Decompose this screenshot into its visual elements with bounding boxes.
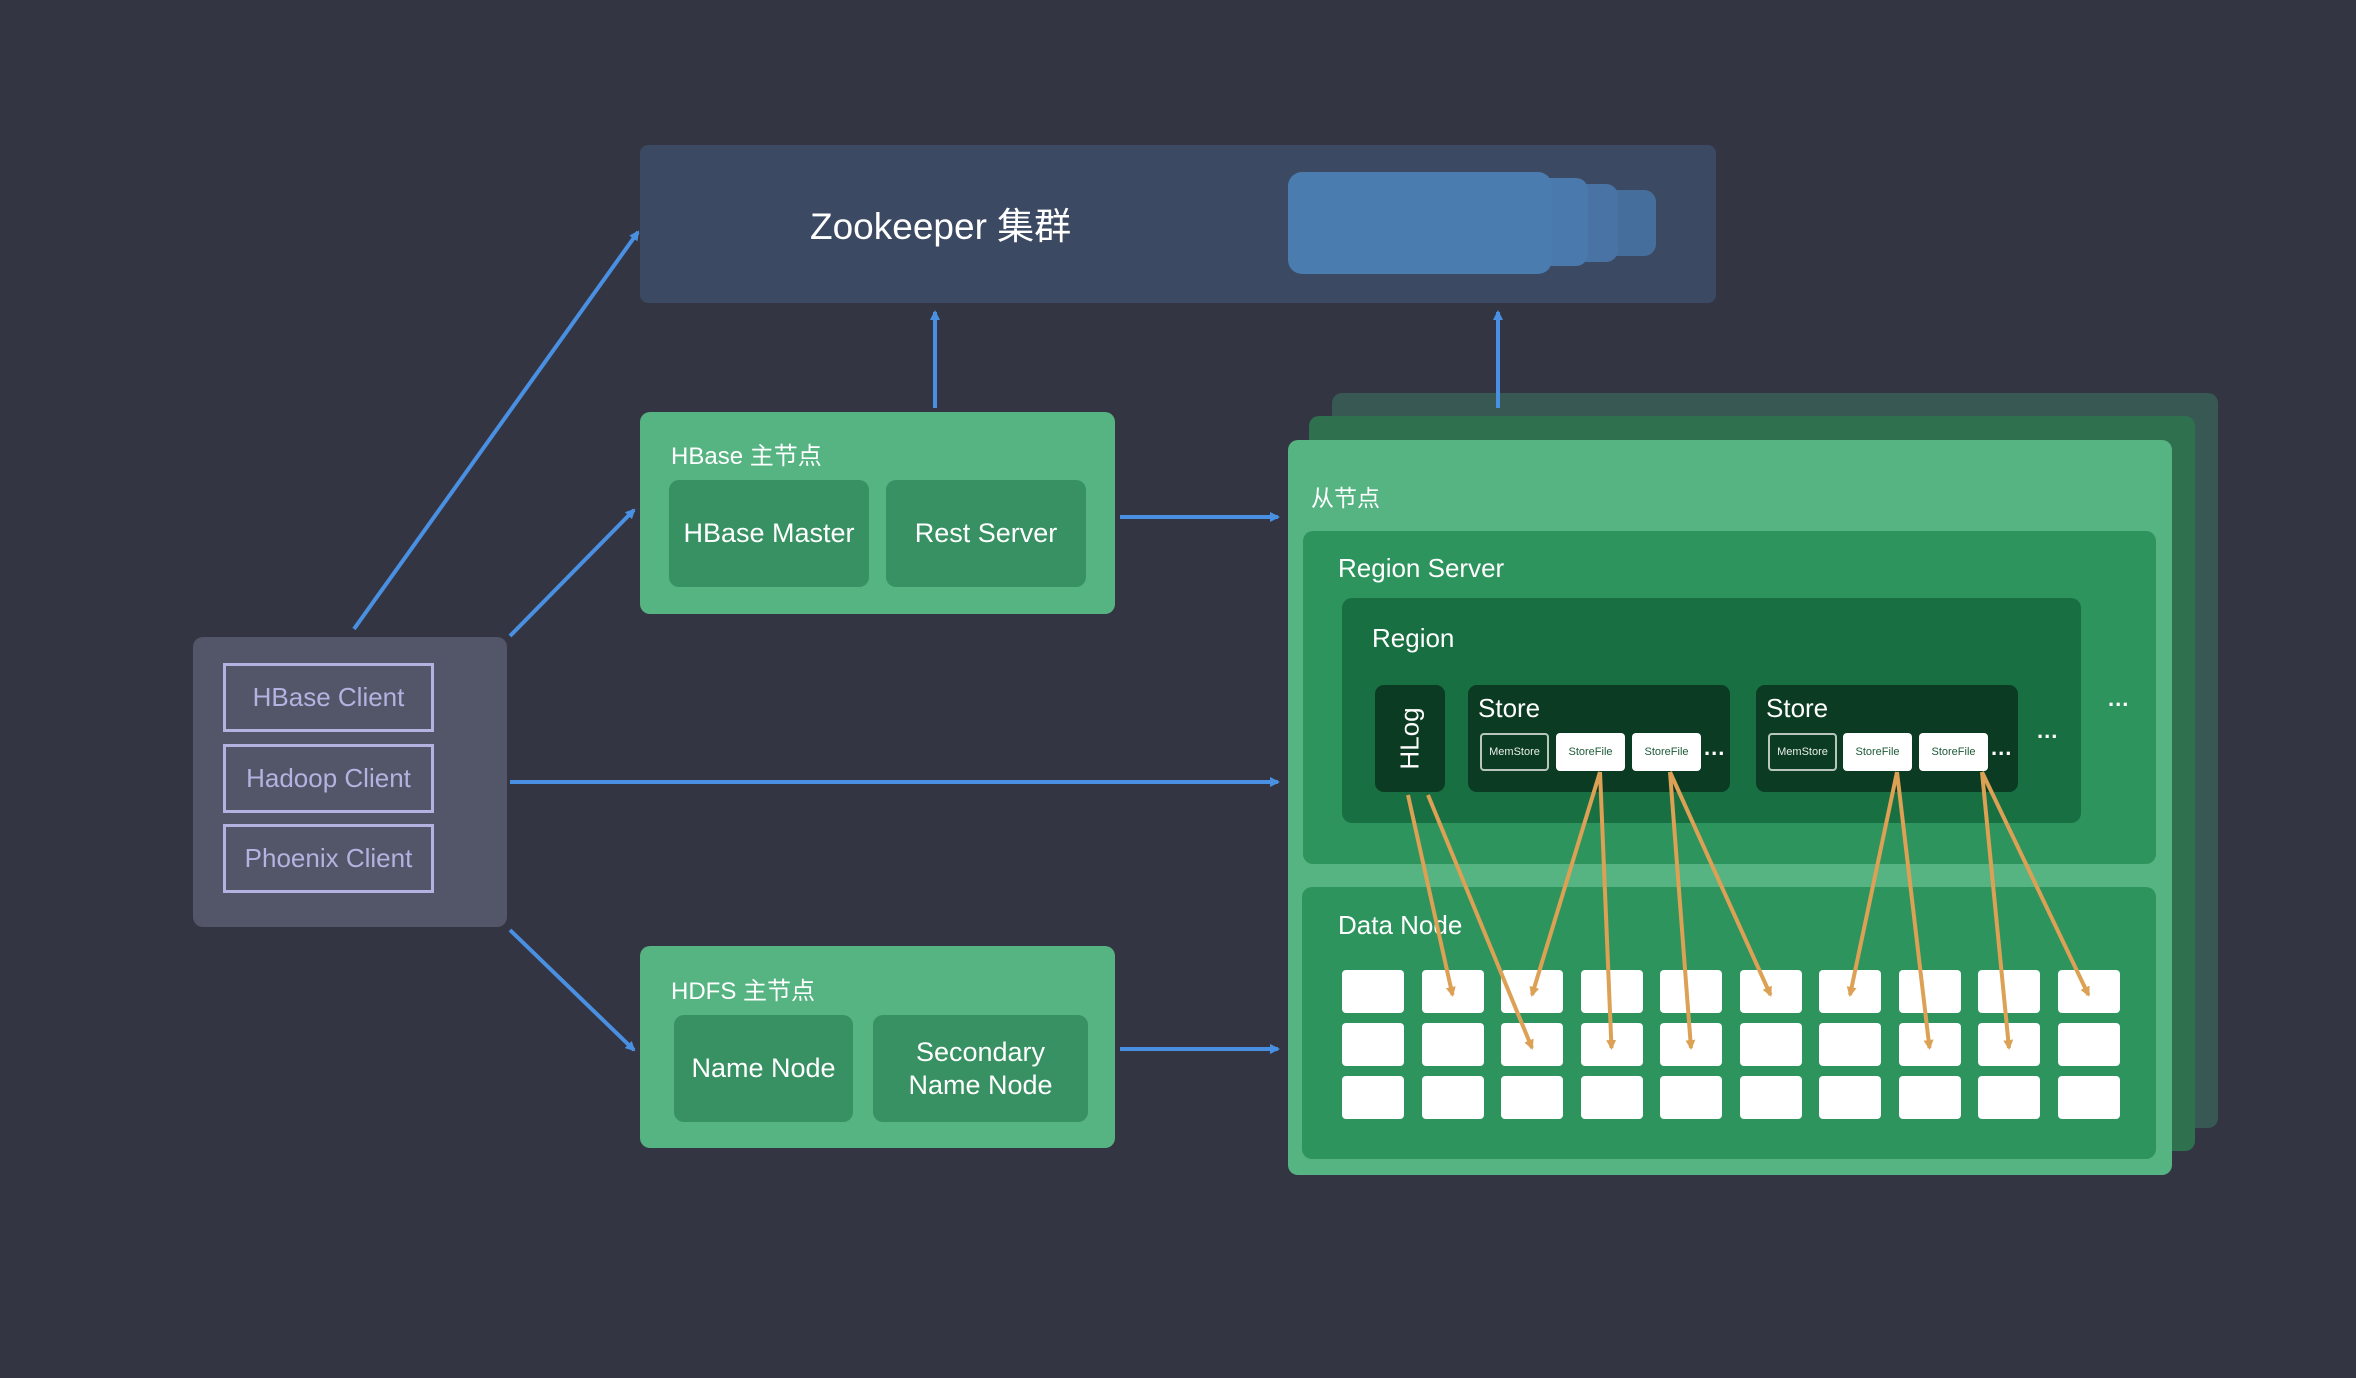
data-block — [1501, 1076, 1563, 1119]
data-block — [1739, 1023, 1802, 1066]
server-stack-icon — [1288, 172, 1656, 274]
data-block — [2057, 1023, 2120, 1066]
data-block — [2057, 1076, 2120, 1119]
data-block — [1342, 970, 1404, 1013]
data-block — [1421, 1076, 1484, 1119]
data-block — [1660, 1076, 1722, 1119]
data-block — [1660, 970, 1722, 1013]
phoenix-client: Phoenix Client — [223, 824, 434, 893]
data-block — [1978, 970, 2040, 1013]
hdfs-master-node-title: HDFS 主节点 — [671, 978, 815, 1005]
slave-node-title: 从节点 — [1311, 485, 1380, 511]
storefile: StoreFile — [1919, 733, 1988, 771]
zookeeper-title: Zookeeper 集群 — [810, 206, 1072, 247]
hlog: HLog — [1375, 685, 1445, 792]
data-node-title: Data Node — [1338, 910, 1463, 940]
data-block — [1898, 970, 1961, 1013]
arrow-clients-to-hbase-master — [508, 508, 636, 638]
data-block — [1819, 1023, 1881, 1066]
store-title: Store — [1478, 693, 1541, 723]
secondary-name-node: Secondary Name Node — [873, 1015, 1088, 1122]
hbase-client: HBase Client — [223, 663, 434, 732]
data-block — [1898, 1076, 1961, 1119]
arrow-clients-to-zookeeper — [352, 230, 640, 631]
data-block — [1819, 1076, 1881, 1119]
data-block — [1978, 1076, 2040, 1119]
more-storefiles: ... — [1991, 735, 2013, 760]
hadoop-client: Hadoop Client — [223, 744, 434, 813]
client-group — [193, 637, 507, 927]
more-regions: ... — [2108, 686, 2130, 711]
storage-write-arrow — [1668, 771, 1773, 997]
data-block — [1342, 1076, 1404, 1119]
storefile: StoreFile — [1843, 733, 1912, 771]
arrow-clients-to-hdfs-master — [508, 928, 636, 1052]
storage-write-arrow — [1598, 771, 1617, 1050]
more-stores: ... — [2037, 718, 2059, 743]
storage-write-arrow — [1846, 771, 1899, 997]
store-title: Store — [1766, 693, 1829, 723]
data-block — [1421, 1023, 1484, 1066]
hbase-master: HBase Master — [669, 480, 869, 587]
storage-write-arrow — [1529, 771, 1602, 997]
more-storefiles: ... — [1704, 735, 1726, 760]
name-node: Name Node — [674, 1015, 853, 1122]
rest-server: Rest Server — [886, 480, 1086, 587]
storage-write-arrow — [1895, 771, 1934, 1050]
memstore: MemStore — [1768, 733, 1837, 771]
storefile: StoreFile — [1632, 733, 1701, 771]
region-server-title: Region Server — [1338, 553, 1505, 583]
region-title: Region — [1372, 623, 1455, 653]
data-block — [1342, 1023, 1404, 1066]
data-block — [1580, 1076, 1643, 1119]
storage-write-arrow — [1980, 771, 2014, 1050]
storefile: StoreFile — [1556, 733, 1625, 771]
storage-write-arrow — [1668, 771, 1696, 1050]
hbase-master-node-title: HBase 主节点 — [671, 443, 822, 470]
data-block — [1739, 1076, 1802, 1119]
memstore: MemStore — [1480, 733, 1549, 771]
storage-write-arrow — [1980, 771, 2091, 997]
storage-write-arrow — [1406, 794, 1456, 997]
storage-write-arrow — [1426, 794, 1534, 1050]
